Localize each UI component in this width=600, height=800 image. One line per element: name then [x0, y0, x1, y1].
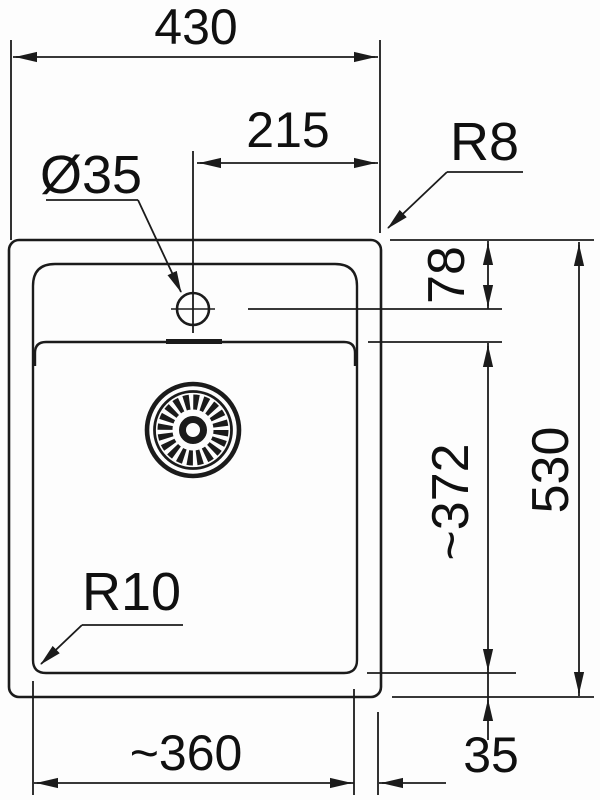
dim-edge-gap: 35	[463, 727, 519, 783]
overflow-slot	[166, 339, 222, 344]
dim-outer-corner-radius: R8	[450, 112, 519, 172]
dim-tap-hole-diameter: Ø35	[40, 145, 142, 205]
leader-r8	[387, 171, 448, 229]
extension-lines	[10, 40, 594, 795]
strainer-slots	[157, 394, 229, 466]
dim-bowl-depth: ~372	[422, 443, 480, 560]
leader-tap-dia	[137, 199, 182, 293]
dim-edge-to-tap: 78	[418, 246, 476, 304]
dim-bowl-corner-radius: R10	[82, 562, 181, 622]
sink-outline-group	[7, 238, 383, 699]
dim-overall-width: 430	[154, 0, 237, 55]
dim-overall-depth: 530	[522, 427, 580, 514]
dim-tap-offset: 215	[246, 102, 329, 158]
sink-outer-edge	[7, 238, 383, 699]
leader-lines	[40, 171, 523, 665]
strainer-hub	[179, 416, 207, 444]
dim-bowl-width: ~360	[130, 725, 243, 781]
drain-strainer	[144, 381, 242, 479]
leader-r10	[40, 624, 83, 665]
arrowheads	[15, 51, 585, 789]
sink-rim-inner-edge	[31, 262, 359, 675]
dimension-lines	[13, 56, 580, 784]
dimension-texts: 430 215 Ø35 R8 78 ~372 530 R10 ~360 35	[40, 0, 580, 783]
bowl-top-edge	[33, 340, 357, 366]
